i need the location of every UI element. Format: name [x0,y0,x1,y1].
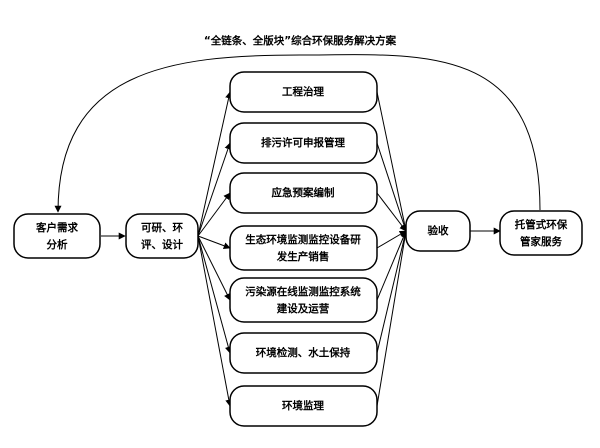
node-emergency-plan: 应急预案编制 [229,172,378,214]
node-engineering-governance: 工程治理 [229,71,378,113]
edge-feasibility-to-engineering [197,91,233,237]
node-label: 验收 [428,224,449,237]
node-label: 管家服务 [520,235,562,248]
node-online-monitoring: 污染源在线监测监控系统 建设及运营 [229,277,378,323]
edge-supervision-to-acceptance [376,230,409,407]
node-label: 建设及运营 [276,302,330,315]
node-label: 托管式环保 [515,218,568,231]
edge-feasibility-to-supervision [197,235,233,407]
edge-emergency-to-acceptance [376,192,407,232]
edge-custody-to-customer [54,54,541,213]
node-custody-service: 托管式环保 管家服务 [499,210,583,256]
node-label: 分析 [47,238,68,251]
diagram-title: “全链条、全版块”综合环保服务解决方案 [204,34,397,47]
node-label: 环境监理 [282,399,324,412]
edge-online-to-acceptance [376,230,407,301]
edge-monitoring-to-acceptance [376,230,407,249]
node-label: 环境检测、水土保持 [256,346,351,359]
node-label: 评、设计 [141,238,183,251]
node-discharge-permit: 排污许可申报管理 [229,122,378,164]
node-feasibility-design: 可研、环 评、设计 [125,213,199,259]
node-acceptance: 验收 [405,210,471,252]
edge-feasibility-to-discharge [197,142,232,237]
node-label: 排污许可申报管理 [261,136,345,149]
node-label: 客户需求 [35,221,78,234]
node-label: 发生产销售 [276,250,330,263]
edge-feasibility-to-online [197,235,231,301]
node-label: 可研、环 [141,222,183,234]
edge-discharge-to-acceptance [376,142,408,232]
node-label: 污染源在线监测监控系统 [245,285,361,298]
node-label: 应急预案编制 [272,186,335,199]
edges [54,54,541,407]
edge-feasibility-to-emergency [197,192,231,237]
node-customer-demand: 客户需求 分析 [13,213,101,259]
node-label: 工程治理 [282,85,324,98]
node-monitoring-equipment: 生态环境监测监控设备研 发生产销售 [229,225,378,271]
edge-engineering-to-acceptance [376,91,409,232]
node-env-supervision: 环境监理 [229,385,378,427]
edge-testing-to-acceptance [376,230,408,354]
edge-feasibility-to-testing [197,235,232,354]
node-env-testing: 环境检测、水土保持 [229,332,378,374]
node-label: 生态环境监测监控设备研 [245,233,361,246]
edge-feasibility-to-monitoring [197,235,231,250]
